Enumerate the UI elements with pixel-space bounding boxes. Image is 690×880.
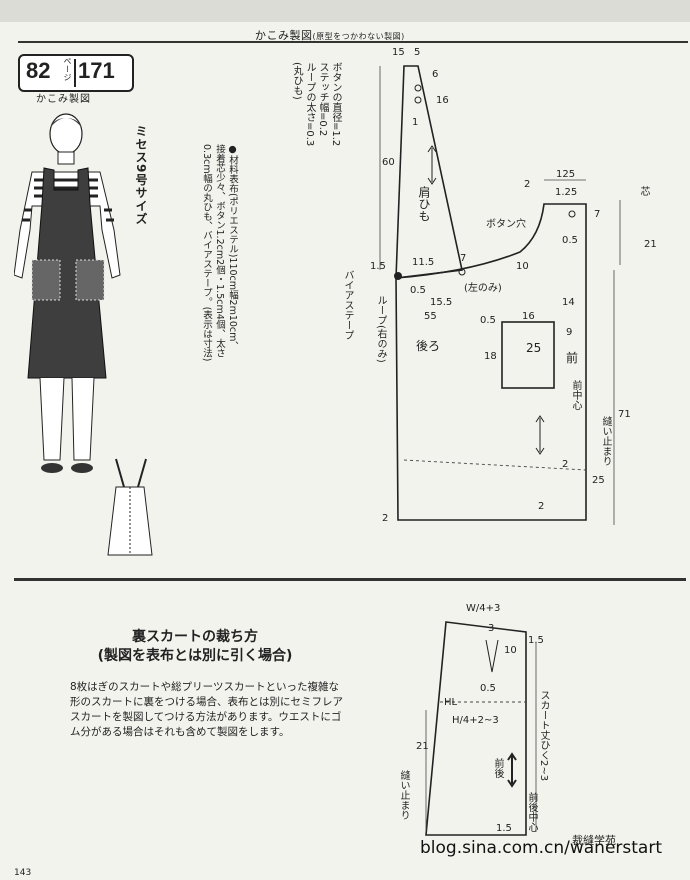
badge-divider — [74, 59, 76, 87]
skirt-dim-label: 0.5 — [480, 683, 496, 694]
dim-label: 18 — [484, 351, 497, 362]
page-number-ref: 82 — [26, 58, 51, 83]
skirt-sew-stop-label: 縫い止まり — [398, 770, 409, 820]
size-note: ミセス9号サイズ — [134, 125, 148, 226]
dim-label: 55 — [424, 311, 437, 322]
skirt-dim-label: 3 — [488, 623, 495, 634]
bias-tape-label: バイアステープ — [342, 270, 353, 340]
model-illustration — [14, 113, 121, 473]
skirt-dim-label: 21 — [416, 741, 429, 752]
materials-line: 0.3cm幅の丸ひも、バイアステープ。(表示は寸法) — [201, 144, 212, 362]
page-unit-label: ページ — [63, 57, 72, 81]
dim-label: 25 — [526, 341, 542, 355]
header-rule — [18, 41, 688, 43]
back-label: 後ろ — [416, 339, 441, 353]
materials-line: 接着芯少々、ボタン1.2cm2個・1.5cm4個、太さ — [214, 144, 225, 358]
dim-label: 1 — [412, 117, 419, 128]
dim-label: 15.5 — [430, 297, 453, 308]
section-divider — [14, 578, 686, 581]
bib-body-piece — [395, 203, 587, 521]
dim-label: 25 — [592, 475, 605, 486]
dim-label: 15 — [392, 47, 405, 58]
notes-text: ボタンの直径=1.2 ステッチ幅=0.2 ループの太さ=0.3 (丸ひも) — [290, 62, 342, 202]
dim-label: 6 — [432, 69, 439, 80]
note-line: ループの太さ=0.3 — [304, 62, 315, 147]
center-label: 前後中心 — [526, 792, 537, 832]
interfacing-label: 芯 — [638, 186, 649, 196]
garment-sketch — [107, 458, 153, 556]
materials-heading: ●材料 — [227, 144, 238, 174]
front-back-label: 前後 — [492, 758, 503, 778]
skirt-lining-piece — [425, 621, 527, 836]
strap-label: 肩ひも — [417, 186, 431, 222]
skirt-dim-label: 1.5 — [528, 635, 544, 646]
badge-caption: かこみ製図 — [36, 94, 91, 105]
watermark-url: blog.sina.com.cn/wanerstart — [420, 838, 662, 858]
dim-label: 14 — [562, 297, 575, 308]
skirt-length-label: スカート丈ひく2~3 — [538, 690, 549, 782]
dim-label: 9 — [566, 327, 573, 338]
watermark-badge: 裁縫学苑 — [572, 834, 616, 847]
loop-label: ループ(右のみ) — [375, 295, 386, 363]
skirt-dim-label: W/4+3 — [466, 603, 501, 614]
dim-label: 2 — [524, 179, 531, 190]
hip-line-label: HL — [444, 697, 458, 708]
dim-label: 0.5 — [562, 235, 578, 246]
skirt-dim-label: H/4+2~3 — [452, 715, 499, 726]
item-number: 171 — [78, 58, 115, 83]
left-only-label: (左のみ) — [464, 283, 502, 294]
dim-label: 2 — [562, 459, 569, 470]
dim-label: 21 — [644, 239, 657, 250]
dim-label: 7 — [594, 209, 601, 220]
dim-label: 2 — [538, 501, 545, 512]
dim-label: 16 — [522, 311, 535, 322]
materials-line: 表布(ポリエステル)110cm幅2m10cm、 — [227, 174, 238, 351]
lining-description: 8枚はぎのスカートや総プリーツスカートといった複雑な形のスカートに裏をつける場合… — [70, 681, 343, 738]
page-title: かこみ製図(原型をつかわない製図) — [255, 29, 405, 42]
dim-label: 0.5 — [410, 285, 426, 296]
page-number: 143 — [14, 868, 32, 878]
top-band — [0, 0, 690, 22]
button-hole-label: ボタン穴 — [486, 219, 526, 230]
pocket-piece — [501, 321, 555, 389]
dim-label: 71 — [618, 409, 631, 420]
skirt-dim-label: 10 — [504, 645, 517, 656]
dim-label: 125 — [556, 169, 576, 180]
dim-label: 5 — [414, 47, 421, 58]
sew-stop-label: 縫い止まり — [600, 416, 611, 466]
page-badge: 82 ページ 171 — [18, 54, 134, 92]
lining-heading: 裏スカートの裁ち方(製図を表布とは別に引く場合) — [97, 629, 293, 664]
shoulder-strap-piece — [395, 65, 463, 279]
front-label: 前 — [566, 351, 579, 365]
dim-label: 1.25 — [555, 187, 578, 198]
dim-label: 1.5 — [370, 261, 386, 272]
dim-label: 2 — [382, 513, 389, 524]
dim-label: 0.5 — [480, 315, 496, 326]
front-center-label: 前中心 — [570, 380, 581, 410]
dim-label: 16 — [436, 95, 449, 106]
note-line: ボタンの直径=1.2 — [330, 62, 341, 147]
dim-label: 11.5 — [412, 257, 435, 268]
dim-label: 60 — [382, 157, 395, 168]
dim-label: 7 — [460, 253, 467, 264]
materials-text: ●材料表布(ポリエステル)110cm幅2m10cm、 接着芯少々、ボタン1.2c… — [200, 144, 239, 364]
note-line: (丸ひも) — [291, 62, 302, 100]
note-line: ステッチ幅=0.2 — [317, 62, 328, 137]
dim-label: 10 — [516, 261, 529, 272]
skirt-dim-label: 1.5 — [496, 823, 512, 834]
